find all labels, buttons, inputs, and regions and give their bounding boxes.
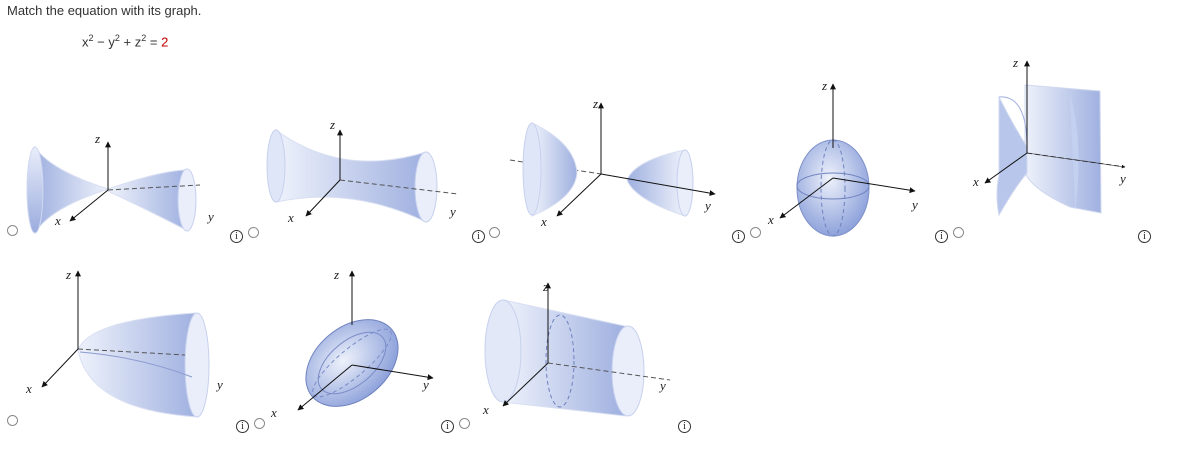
option-2-info-icon[interactable]: i bbox=[472, 230, 485, 243]
option-7-radio[interactable] bbox=[254, 418, 265, 429]
option-2-radio[interactable] bbox=[248, 227, 259, 238]
y-axis-label: y bbox=[215, 377, 223, 392]
option-5-info-icon[interactable]: i bbox=[1138, 230, 1151, 243]
z-axis-label: z bbox=[333, 267, 339, 282]
option-4-info-icon[interactable]: i bbox=[935, 230, 948, 243]
y-axis-label: y bbox=[703, 198, 711, 213]
z-axis-label: z bbox=[592, 96, 598, 111]
question-prompt: Match the equation with its graph. bbox=[7, 3, 202, 18]
y-axis-label: y bbox=[448, 204, 456, 219]
x-axis-label: x bbox=[767, 212, 774, 227]
option-2-graph: z x y bbox=[262, 117, 472, 233]
x-axis-label: x bbox=[540, 214, 547, 229]
y-axis-label: y bbox=[1118, 171, 1126, 186]
x-axis-label: x bbox=[54, 213, 61, 228]
x-axis-label: x bbox=[287, 210, 294, 225]
option-1-radio[interactable] bbox=[7, 225, 18, 236]
option-8-info-icon[interactable]: i bbox=[678, 420, 691, 433]
x-axis-label: x bbox=[972, 174, 979, 189]
option-3-graph: z x y bbox=[505, 96, 716, 229]
option-7-info-icon[interactable]: i bbox=[441, 420, 454, 433]
option-6-radio[interactable] bbox=[7, 415, 18, 426]
option-1-info-icon[interactable]: i bbox=[230, 230, 243, 243]
option-4-graph: z x y bbox=[760, 78, 935, 238]
equation-rhs: 2 bbox=[161, 34, 169, 50]
z-axis-label: z bbox=[1012, 55, 1018, 70]
option-4-radio[interactable] bbox=[750, 227, 761, 238]
option-8-graph: z x y bbox=[475, 278, 675, 428]
z-axis-label: z bbox=[821, 78, 827, 93]
y-axis-label: y bbox=[206, 209, 214, 224]
option-7-graph: z x y bbox=[268, 265, 448, 425]
option-6-info-icon[interactable]: i bbox=[236, 420, 249, 433]
option-3-info-icon[interactable]: i bbox=[732, 230, 745, 243]
option-8-radio[interactable] bbox=[459, 418, 470, 429]
option-1-graph: z x y bbox=[20, 125, 230, 235]
z-axis-label: z bbox=[542, 279, 548, 294]
x-axis-label: x bbox=[25, 381, 32, 396]
equation: x2 − y2 + z2 = 2 bbox=[82, 33, 169, 50]
x-axis-label: x bbox=[270, 405, 277, 420]
option-5-radio[interactable] bbox=[953, 227, 964, 238]
y-axis-label: y bbox=[658, 378, 666, 393]
option-5-graph: z x y bbox=[965, 55, 1145, 220]
z-axis-label: z bbox=[329, 117, 335, 132]
option-6-graph: z x y bbox=[20, 265, 235, 425]
z-axis-label: z bbox=[94, 131, 100, 146]
option-3-radio[interactable] bbox=[489, 227, 500, 238]
y-axis-label: y bbox=[421, 377, 429, 392]
z-axis-label: z bbox=[65, 267, 71, 282]
x-axis-label: x bbox=[482, 402, 489, 417]
y-axis-label: y bbox=[910, 197, 918, 212]
